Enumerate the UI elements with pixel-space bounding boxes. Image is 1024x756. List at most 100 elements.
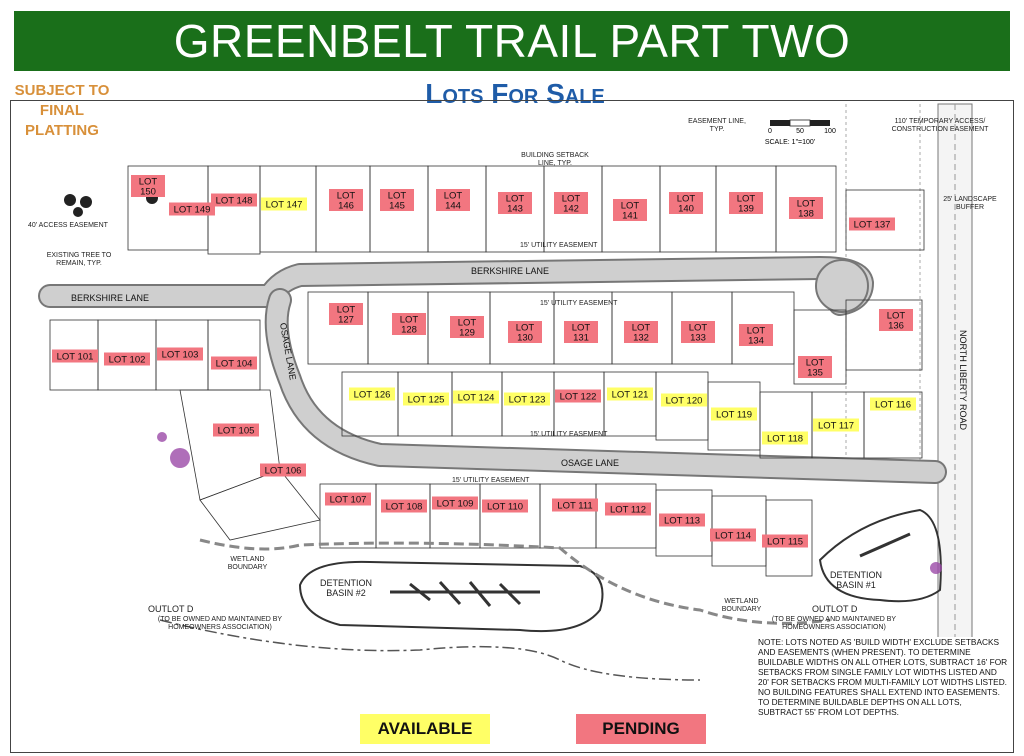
lot-highlight-lot-126 xyxy=(349,387,395,401)
wetland-boundary-label-west: WETLAND BOUNDARY xyxy=(227,556,268,571)
lot-marker-lot-105[interactable]: LOT 105 xyxy=(213,423,259,437)
landscape-buffer-label: 25' LANDSCAPE BUFFER xyxy=(943,196,997,211)
lot-highlight-lot-111 xyxy=(552,498,598,512)
utility-easement-label-north: 15' UTILITY EASEMENT xyxy=(520,242,598,249)
lot-marker-lot-122[interactable]: LOT 122 xyxy=(555,389,601,403)
lot-marker-lot-103[interactable]: LOT 103 xyxy=(157,347,203,361)
lot-marker-lot-149[interactable]: LOT 149 xyxy=(169,202,215,216)
lot-highlight-lot-113 xyxy=(659,513,705,527)
title-banner: GREENBELT TRAIL PART TWO xyxy=(14,11,1010,71)
lot-marker-lot-101[interactable]: LOT 101 xyxy=(52,349,98,363)
lot-marker-lot-112[interactable]: LOT 112 xyxy=(605,502,651,516)
outlot-d-boundary xyxy=(159,619,701,681)
lot-highlight-lot-150 xyxy=(131,175,165,197)
lot-highlight-lot-148 xyxy=(211,193,257,207)
lot-marker-lot-115[interactable]: LOT 115 xyxy=(762,534,808,548)
lot-label-lot-137: LOT 137 xyxy=(854,220,891,231)
lot-highlight-lot-143 xyxy=(498,192,532,214)
detention-basin-1-label: DETENTION BASIN #1 xyxy=(829,570,882,590)
lot-marker-lot-148[interactable]: LOT 148 xyxy=(211,193,257,207)
lot-highlight-lot-127 xyxy=(329,303,363,325)
lot-highlight-lot-101 xyxy=(52,349,98,363)
lot-label-lot-125: LOT 125 xyxy=(408,395,445,406)
lot-marker-lot-108[interactable]: LOT 108 xyxy=(381,499,427,513)
lot-marker-lot-109[interactable]: LOT 109 xyxy=(432,496,478,510)
lot-highlight-lot-109 xyxy=(432,496,478,510)
existing-tree-label: EXISTING TREE TO REMAIN, TYP. xyxy=(46,252,112,267)
lot-label-lot-115: LOT 115 xyxy=(767,537,803,548)
lot-label-lot-109: LOT 109 xyxy=(437,499,474,510)
lot-marker-lot-126[interactable]: LOT 126 xyxy=(349,387,395,401)
lot-marker-lot-106[interactable]: LOT 106 xyxy=(260,463,306,477)
lot-marker-lot-116[interactable]: LOT 116 xyxy=(870,397,916,411)
lot-marker-lot-124[interactable]: LOT 124 xyxy=(453,390,499,404)
lot-label-lot-108: LOT 108 xyxy=(386,502,423,513)
scale-tick-0: 0 xyxy=(768,128,772,135)
lot-label-lot-111: LOT 111 xyxy=(557,501,592,512)
lot-label-lot-101: LOT 101 xyxy=(57,352,94,363)
lot-marker-lot-119[interactable]: LOT 119 xyxy=(711,407,757,421)
lot-marker-lot-137[interactable]: LOT 137 xyxy=(849,217,895,231)
lot-marker-lot-120[interactable]: LOT 120 xyxy=(661,393,707,407)
lot-label-lot-105: LOT 105 xyxy=(218,426,255,437)
lot-marker-lot-118[interactable]: LOT 118 xyxy=(762,431,808,445)
lot-marker-lot-117[interactable]: LOT 117 xyxy=(813,418,859,432)
platting-note-line-1: SUBJECT TO xyxy=(14,82,110,99)
lot-highlight-lot-122 xyxy=(555,389,601,403)
wetland-boundary-line xyxy=(199,538,831,625)
lot-marker-lot-123[interactable]: LOT 123 xyxy=(504,392,550,406)
lot-marker-lot-125[interactable]: LOT 125 xyxy=(403,392,449,406)
site-plan-frame xyxy=(10,100,1014,753)
lot-label-lot-106: LOT 106 xyxy=(265,466,302,477)
lot-marker-lot-107[interactable]: LOT 107 xyxy=(325,492,371,506)
lot-highlight-lot-124 xyxy=(453,390,499,404)
legend-available: AVAILABLE xyxy=(360,714,490,744)
lot-highlight-lot-147 xyxy=(261,197,307,211)
lot-marker-lot-104[interactable]: LOT 104 xyxy=(211,356,257,370)
lot-marker-lot-121[interactable]: LOT 121 xyxy=(607,387,653,401)
lot-marker-lot-110[interactable]: LOT 110 xyxy=(482,499,528,513)
lot-marker-lot-113[interactable]: LOT 113 xyxy=(659,513,705,527)
lot-label-lot-122: LOT 122 xyxy=(560,392,597,403)
lot-marker-lot-147[interactable]: LOT 147 xyxy=(261,197,307,211)
lot-marker-lot-114[interactable]: LOT 114 xyxy=(710,528,756,542)
lot-highlight-lot-115 xyxy=(762,534,808,548)
lot-marker-lot-111[interactable]: LOT 111 xyxy=(552,498,598,512)
street-berkshire-west: BERKSHIRE LANE xyxy=(71,293,149,303)
lot-marker-lot-102[interactable]: LOT 102 xyxy=(104,352,150,366)
lot-highlight-lot-128 xyxy=(392,313,426,335)
street-osage-horizontal: OSAGE LANE xyxy=(561,458,619,468)
lot-highlight-lot-138 xyxy=(789,197,823,219)
lot-highlight-lot-119 xyxy=(711,407,757,421)
lot-highlight-lot-133 xyxy=(681,321,715,343)
lot-label-lot-116: LOT 116 xyxy=(875,400,911,411)
